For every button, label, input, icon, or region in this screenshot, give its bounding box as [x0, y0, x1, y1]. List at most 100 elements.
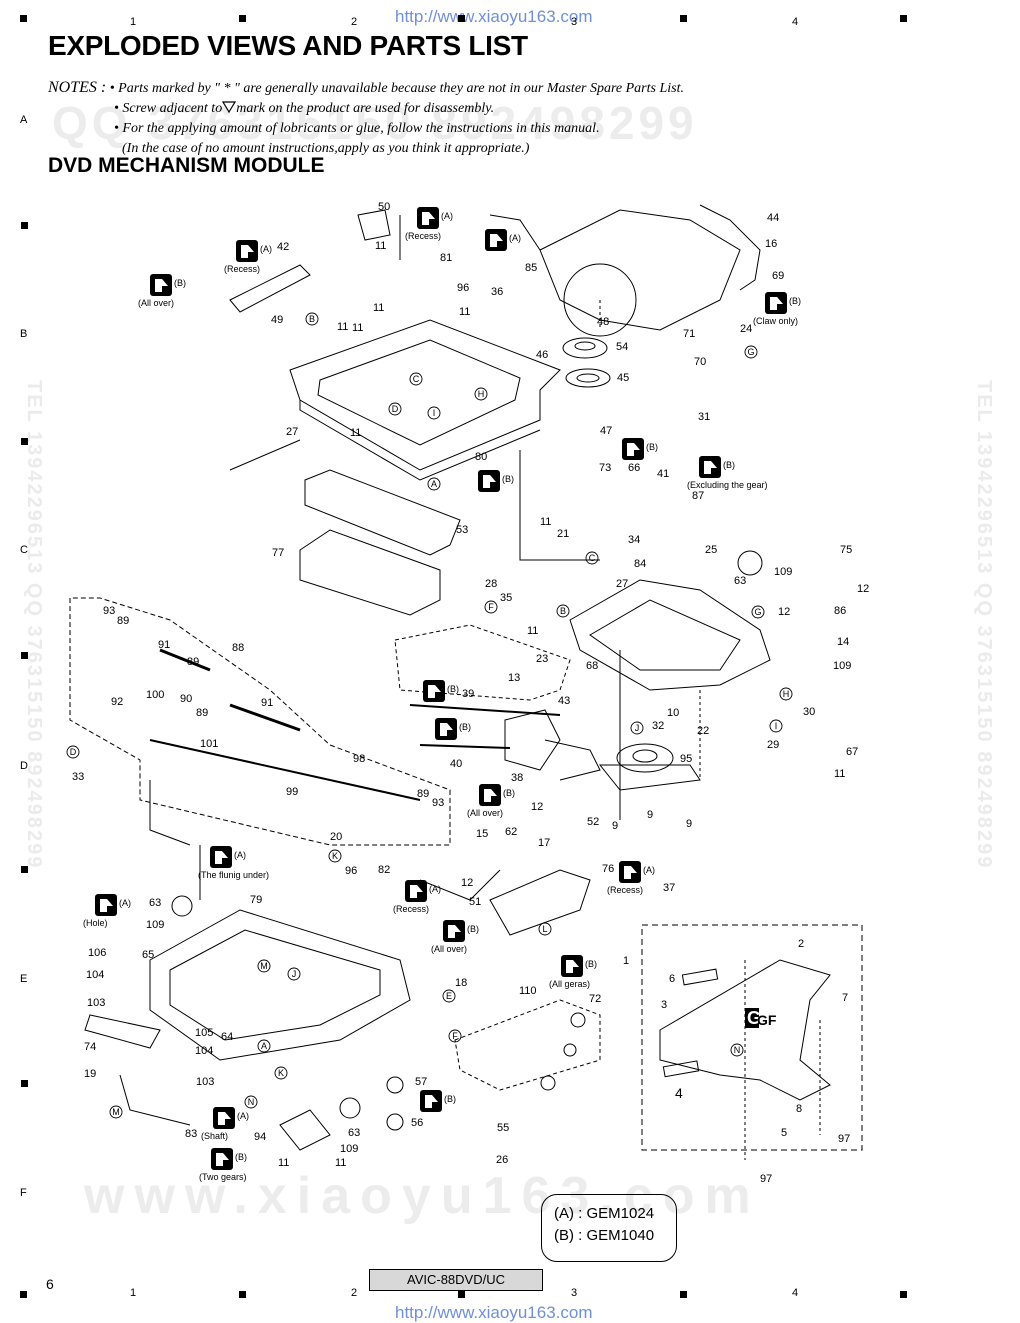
- part-number: 29: [767, 739, 779, 751]
- grease-type-label: (B): [723, 460, 735, 470]
- part-number: 11: [373, 302, 384, 314]
- chassis-top-inner: [317, 339, 521, 446]
- grease-type-label: (B): [467, 924, 479, 934]
- grease-callout-icon: (B): [478, 470, 514, 492]
- part-number: 34: [628, 534, 640, 546]
- rod-91-a: [159, 648, 211, 672]
- part-number: 33: [72, 771, 84, 783]
- part-number: 80: [475, 451, 487, 463]
- part-number: 11: [278, 1157, 289, 1169]
- part-number: 89: [417, 788, 429, 800]
- registration-mark: [458, 15, 465, 22]
- part-number: 48: [597, 316, 609, 328]
- part-number: 94: [254, 1131, 266, 1143]
- part-number: 103: [196, 1076, 214, 1088]
- svg-text:H: H: [783, 689, 790, 699]
- grease-type-label: (A): [643, 865, 655, 875]
- svg-text:K: K: [278, 1068, 284, 1078]
- part-number: 6: [669, 973, 675, 985]
- lever-83: [119, 1074, 191, 1126]
- svg-text:J: J: [292, 969, 297, 979]
- reference-letter: H: [779, 687, 793, 701]
- section-title: DVD MECHANISM MODULE: [48, 154, 325, 177]
- part-number: 11: [337, 321, 348, 333]
- part-number: 30: [803, 706, 815, 718]
- svg-text:J: J: [635, 723, 640, 733]
- part-number: 12: [531, 801, 543, 813]
- part-number: 12: [778, 606, 790, 618]
- svg-text:H: H: [478, 389, 485, 399]
- part-number: 88: [232, 642, 244, 654]
- part-number: 81: [440, 252, 452, 264]
- watermark-url-bottom: http://www.xiaoyu163.com: [395, 1303, 593, 1322]
- grease-callout-icon: (A): [485, 229, 521, 251]
- svg-text:I: I: [433, 408, 436, 418]
- main-plate: [539, 209, 741, 331]
- legend-a: (A) : GEM1024: [554, 1205, 655, 1222]
- grease-type-label: (A): [234, 850, 246, 860]
- rod-40: [419, 744, 511, 749]
- reference-letter: J: [630, 721, 644, 735]
- reference-letter: B: [556, 604, 570, 618]
- bracket-50: [357, 209, 391, 241]
- part-number: 63: [348, 1127, 360, 1139]
- part-number: 9: [647, 809, 653, 821]
- registration-mark: [900, 15, 907, 22]
- part-number: 31: [698, 411, 710, 423]
- part-number: 68: [586, 660, 598, 672]
- part-number: 46: [536, 349, 548, 361]
- reference-letter: I: [427, 406, 441, 420]
- svg-text:G: G: [754, 607, 761, 617]
- rod-91-b: [229, 703, 301, 732]
- part-number: 28: [485, 578, 497, 590]
- part-number: 47: [600, 425, 612, 437]
- gf-board: [659, 959, 831, 1101]
- plate-77: [299, 529, 441, 616]
- part-number: 36: [491, 286, 503, 298]
- part-number: 11: [375, 240, 386, 252]
- registration-mark: [20, 1291, 27, 1298]
- gf-label: GF: [757, 1012, 777, 1028]
- grease-type-label: (A): [429, 884, 441, 894]
- svg-text:C: C: [589, 553, 596, 563]
- svg-text:E: E: [446, 991, 452, 1001]
- part-number: 26: [496, 1154, 508, 1166]
- grease-type-label: (B): [444, 1094, 456, 1104]
- svg-text:M: M: [260, 961, 268, 971]
- rod-98: [149, 739, 421, 801]
- reference-letter: N: [244, 1095, 258, 1109]
- part-number: 84: [634, 558, 646, 570]
- svg-text:N: N: [734, 1045, 741, 1055]
- spindle-ring: [563, 263, 637, 337]
- part-number: 110: [519, 985, 537, 997]
- reference-letter: M: [257, 959, 271, 973]
- arm-74: [84, 1014, 161, 1049]
- part-number: 89: [196, 707, 208, 719]
- part-number: 73: [599, 462, 611, 474]
- part-number: 75: [840, 544, 852, 556]
- part-number: 1: [623, 955, 629, 967]
- part-number: 57: [415, 1076, 427, 1088]
- grease-note-label: (Claw only): [753, 316, 798, 326]
- reference-letter: B: [305, 312, 319, 326]
- watermark-url-top: http://www.xiaoyu163.com: [395, 7, 593, 26]
- part-number: 52: [587, 816, 599, 828]
- part-number: 35: [500, 592, 512, 604]
- part-number: 109: [146, 919, 164, 931]
- grease-type-label: (A): [441, 211, 453, 221]
- svg-text:F: F: [452, 1031, 458, 1041]
- part-number: 99: [286, 786, 298, 798]
- part-number: 87: [692, 490, 704, 502]
- part-number: 9: [686, 818, 692, 830]
- part-number: 64: [221, 1031, 233, 1043]
- part-number: 27: [616, 578, 628, 590]
- part-number: 86: [834, 605, 846, 617]
- part-number: 11: [335, 1157, 346, 1169]
- chassis-top-rail: [299, 400, 541, 481]
- grid-column-1: 1: [130, 16, 137, 28]
- grease-callout-icon: (B): [622, 438, 658, 460]
- grid-column-1-bottom: 1: [130, 1287, 137, 1299]
- grease-callout-icon: (B)(All geras): [549, 955, 597, 989]
- part-number: 51: [469, 896, 481, 908]
